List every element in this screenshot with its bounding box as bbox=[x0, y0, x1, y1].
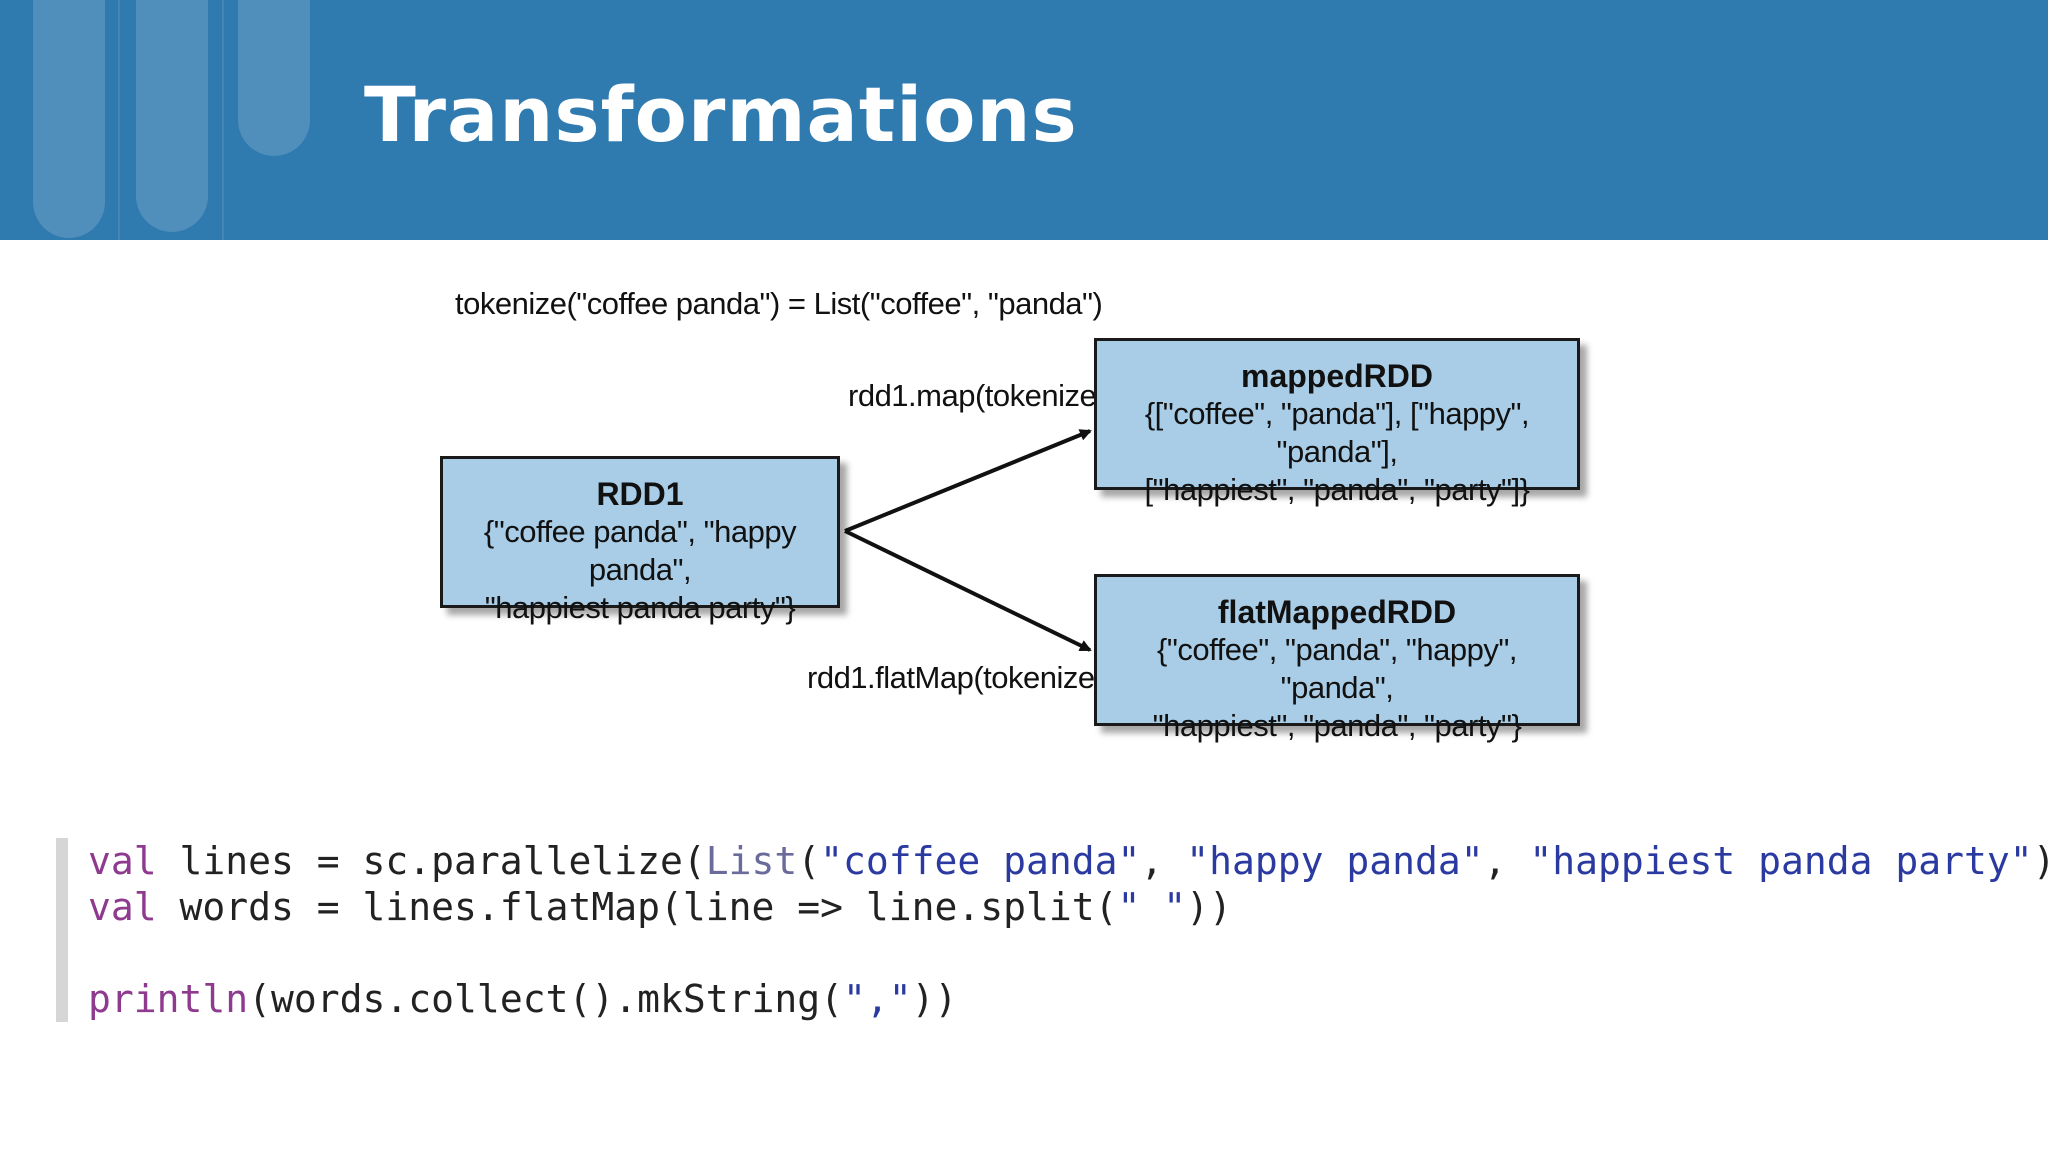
flatmap-arrow bbox=[844, 529, 1092, 652]
header-decoration-line bbox=[118, 0, 120, 240]
flatmapped-rdd-name: flatMappedRDD bbox=[1217, 594, 1457, 630]
code-line-1: val lines = sc.parallelize(List("coffee … bbox=[88, 838, 2048, 884]
mapped-rdd-line1: {["coffee", "panda"], ["happy", "panda"]… bbox=[1144, 396, 1530, 469]
map-edge-label: rdd1.map(tokenize) bbox=[848, 378, 1107, 413]
header-decoration-line bbox=[222, 0, 224, 240]
code-text: (words.collect().mkString( bbox=[248, 977, 843, 1021]
header-decoration bbox=[238, 0, 310, 156]
code-string: " " bbox=[1117, 885, 1187, 929]
mapped-rdd-line2: ["happiest", "panda", "party"]} bbox=[1144, 472, 1530, 507]
code-text: )) bbox=[1186, 885, 1232, 929]
flatmapped-rdd-box: flatMappedRDD {"coffee", "panda", "happy… bbox=[1094, 574, 1580, 743]
code-text: words = lines.flatMap(line => line.split… bbox=[156, 885, 1118, 929]
rdd1-line2: "happiest panda party"} bbox=[484, 590, 796, 625]
code-keyword: val bbox=[88, 885, 157, 929]
code-keyword: val bbox=[88, 839, 157, 883]
rdd1-box: RDD1 {"coffee panda", "happy panda", "ha… bbox=[440, 456, 840, 625]
mapped-rdd-name: mappedRDD bbox=[1240, 358, 1433, 394]
map-arrow bbox=[844, 429, 1092, 533]
flatmap-edge-label: rdd1.flatMap(tokenize) bbox=[807, 660, 1105, 695]
code-line-2: val words = lines.flatMap(line => line.s… bbox=[88, 884, 2016, 930]
code-text: , bbox=[1483, 839, 1530, 883]
code-text: ( bbox=[797, 839, 821, 883]
tokenize-equation: tokenize("coffee panda") = List("coffee"… bbox=[455, 286, 1103, 321]
flatmapped-rdd-line2: "happiest", "panda", "party"} bbox=[1152, 708, 1522, 743]
code-keyword: println bbox=[88, 977, 249, 1021]
code-type: List bbox=[705, 839, 798, 883]
mapped-rdd-box: mappedRDD {["coffee", "panda"], ["happy"… bbox=[1094, 338, 1580, 507]
code-text: , bbox=[1140, 839, 1187, 883]
code-line-3: println(words.collect().mkString(",")) bbox=[88, 976, 2016, 1022]
code-string: "happiest panda party" bbox=[1529, 839, 2033, 883]
header-decoration bbox=[136, 0, 208, 232]
flatmapped-rdd-line1: {"coffee", "panda", "happy", "panda", bbox=[1157, 632, 1518, 705]
code-block: val lines = sc.parallelize(List("coffee … bbox=[56, 838, 2048, 1022]
code-text: lines = sc.parallelize( bbox=[156, 839, 706, 883]
code-text: )) bbox=[911, 977, 958, 1021]
code-string: "coffee panda" bbox=[820, 839, 1141, 883]
code-text: )) bbox=[2033, 839, 2048, 883]
header-decoration bbox=[33, 0, 105, 238]
code-string: "," bbox=[842, 977, 912, 1021]
code-line-blank bbox=[88, 930, 2016, 976]
slide-title: Transformations bbox=[364, 70, 1078, 159]
transformation-diagram: tokenize("coffee panda") = List("coffee"… bbox=[0, 240, 2048, 800]
rdd1-name: RDD1 bbox=[596, 476, 684, 512]
rdd1-line1: {"coffee panda", "happy panda", bbox=[483, 514, 797, 587]
code-string: "happy panda" bbox=[1186, 839, 1484, 883]
diagram-arrows bbox=[844, 429, 1092, 652]
slide-header: Transformations bbox=[0, 0, 2048, 240]
